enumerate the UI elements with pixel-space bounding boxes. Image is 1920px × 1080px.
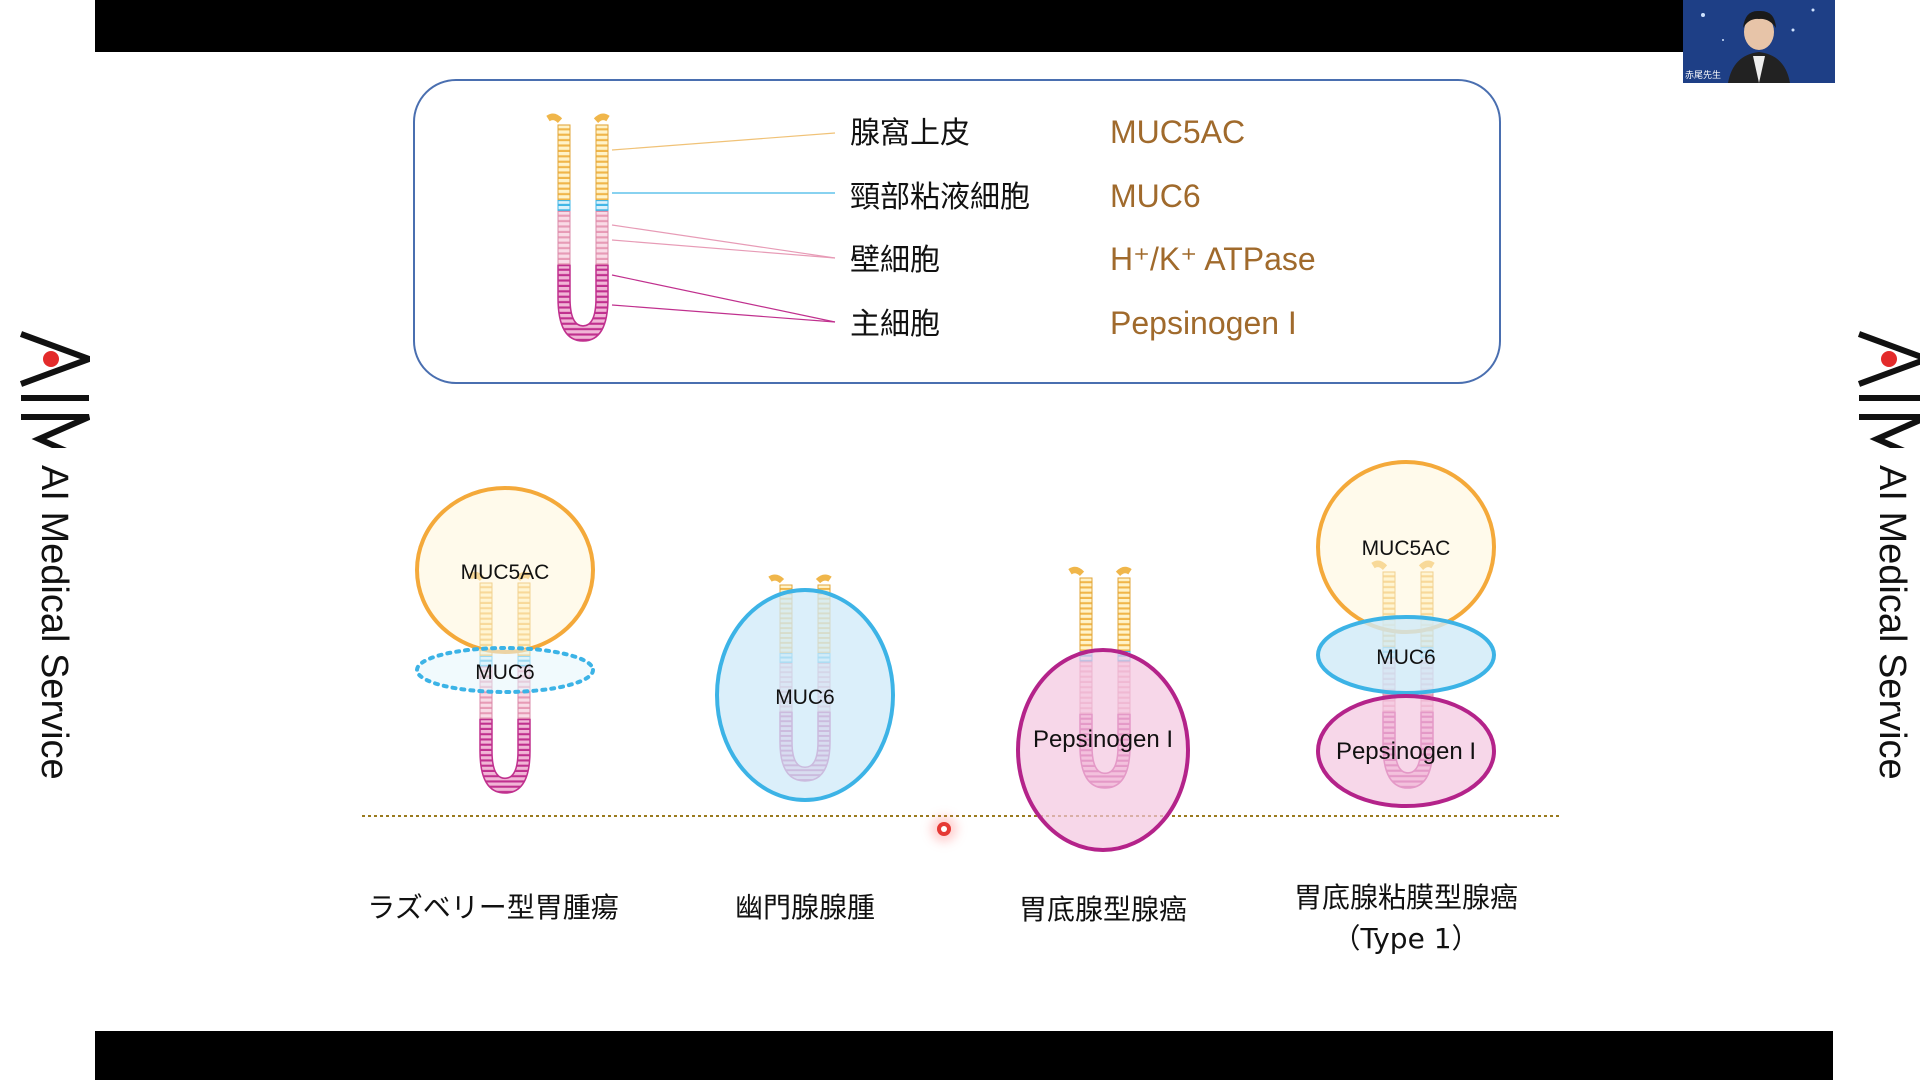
aim-logo-icon (20, 331, 90, 448)
label-muc6: MUC6 (475, 661, 535, 684)
caption-raspberry: ラズベリー型胃腫瘍 (367, 891, 618, 924)
label-muc5ac: MUC5AC (1362, 537, 1451, 560)
label-pepsinogen: Pepsinogen I (1336, 738, 1476, 765)
legend-marker-pepsinogen: Pepsinogen I (1110, 305, 1297, 341)
legend-box (413, 79, 1501, 384)
webcam-person (1683, 0, 1835, 83)
diagram-pyloric: MUC6 幽門腺腺腫 (715, 578, 895, 924)
brand-left: AI Medical Service (20, 300, 90, 800)
legend-term-chief: 主細胞 (850, 307, 940, 342)
legend-term-parietal: 壁細胞 (850, 243, 940, 278)
pointer-dot-icon (937, 822, 951, 836)
caption-fundic-mucosa: 胃底腺粘膜型腺癌 (1294, 881, 1518, 914)
legend-marker-muc5ac: MUC5AC (1110, 114, 1245, 150)
webcam-thumbnail[interactable]: 赤尾先生 (1683, 0, 1835, 83)
caption-fundic-gland: 胃底腺型腺癌 (1019, 893, 1187, 926)
legend-marker-muc6: MUC6 (1110, 178, 1201, 214)
legend-marker-atpase: H⁺/K⁺ ATPase (1110, 241, 1316, 277)
webcam-name: 赤尾先生 (1685, 71, 1722, 81)
label-muc6: MUC6 (775, 686, 835, 709)
brand-right: AI Medical Service (1858, 300, 1920, 800)
legend-term-foveolar: 腺窩上皮 (850, 116, 970, 151)
diagram-fundic-gland: Pepsinogen I 胃底腺型腺癌 (1016, 570, 1190, 926)
diagram-fundic-mucosa: MUC5AC MUC6 Pepsinogen I 胃底腺粘膜型腺癌 （Type … (1294, 460, 1518, 955)
legend-connector-lines (611, 132, 836, 323)
aim-logo-icon (1858, 331, 1920, 448)
legend-term-neck: 頸部粘液細胞 (850, 180, 1030, 215)
label-muc5ac: MUC5AC (461, 561, 550, 584)
label-muc6: MUC6 (1376, 646, 1436, 669)
top-black-bar (95, 0, 1833, 52)
caption-pyloric: 幽門腺腺腫 (735, 891, 875, 924)
caption-fundic-mucosa-type: （Type 1） (1332, 922, 1479, 955)
label-pepsinogen: Pepsinogen I (1033, 726, 1173, 753)
bottom-black-bar (95, 1031, 1833, 1080)
diagram-raspberry: MUC5AC MUC6 ラズベリー型胃腫瘍 (367, 486, 619, 924)
